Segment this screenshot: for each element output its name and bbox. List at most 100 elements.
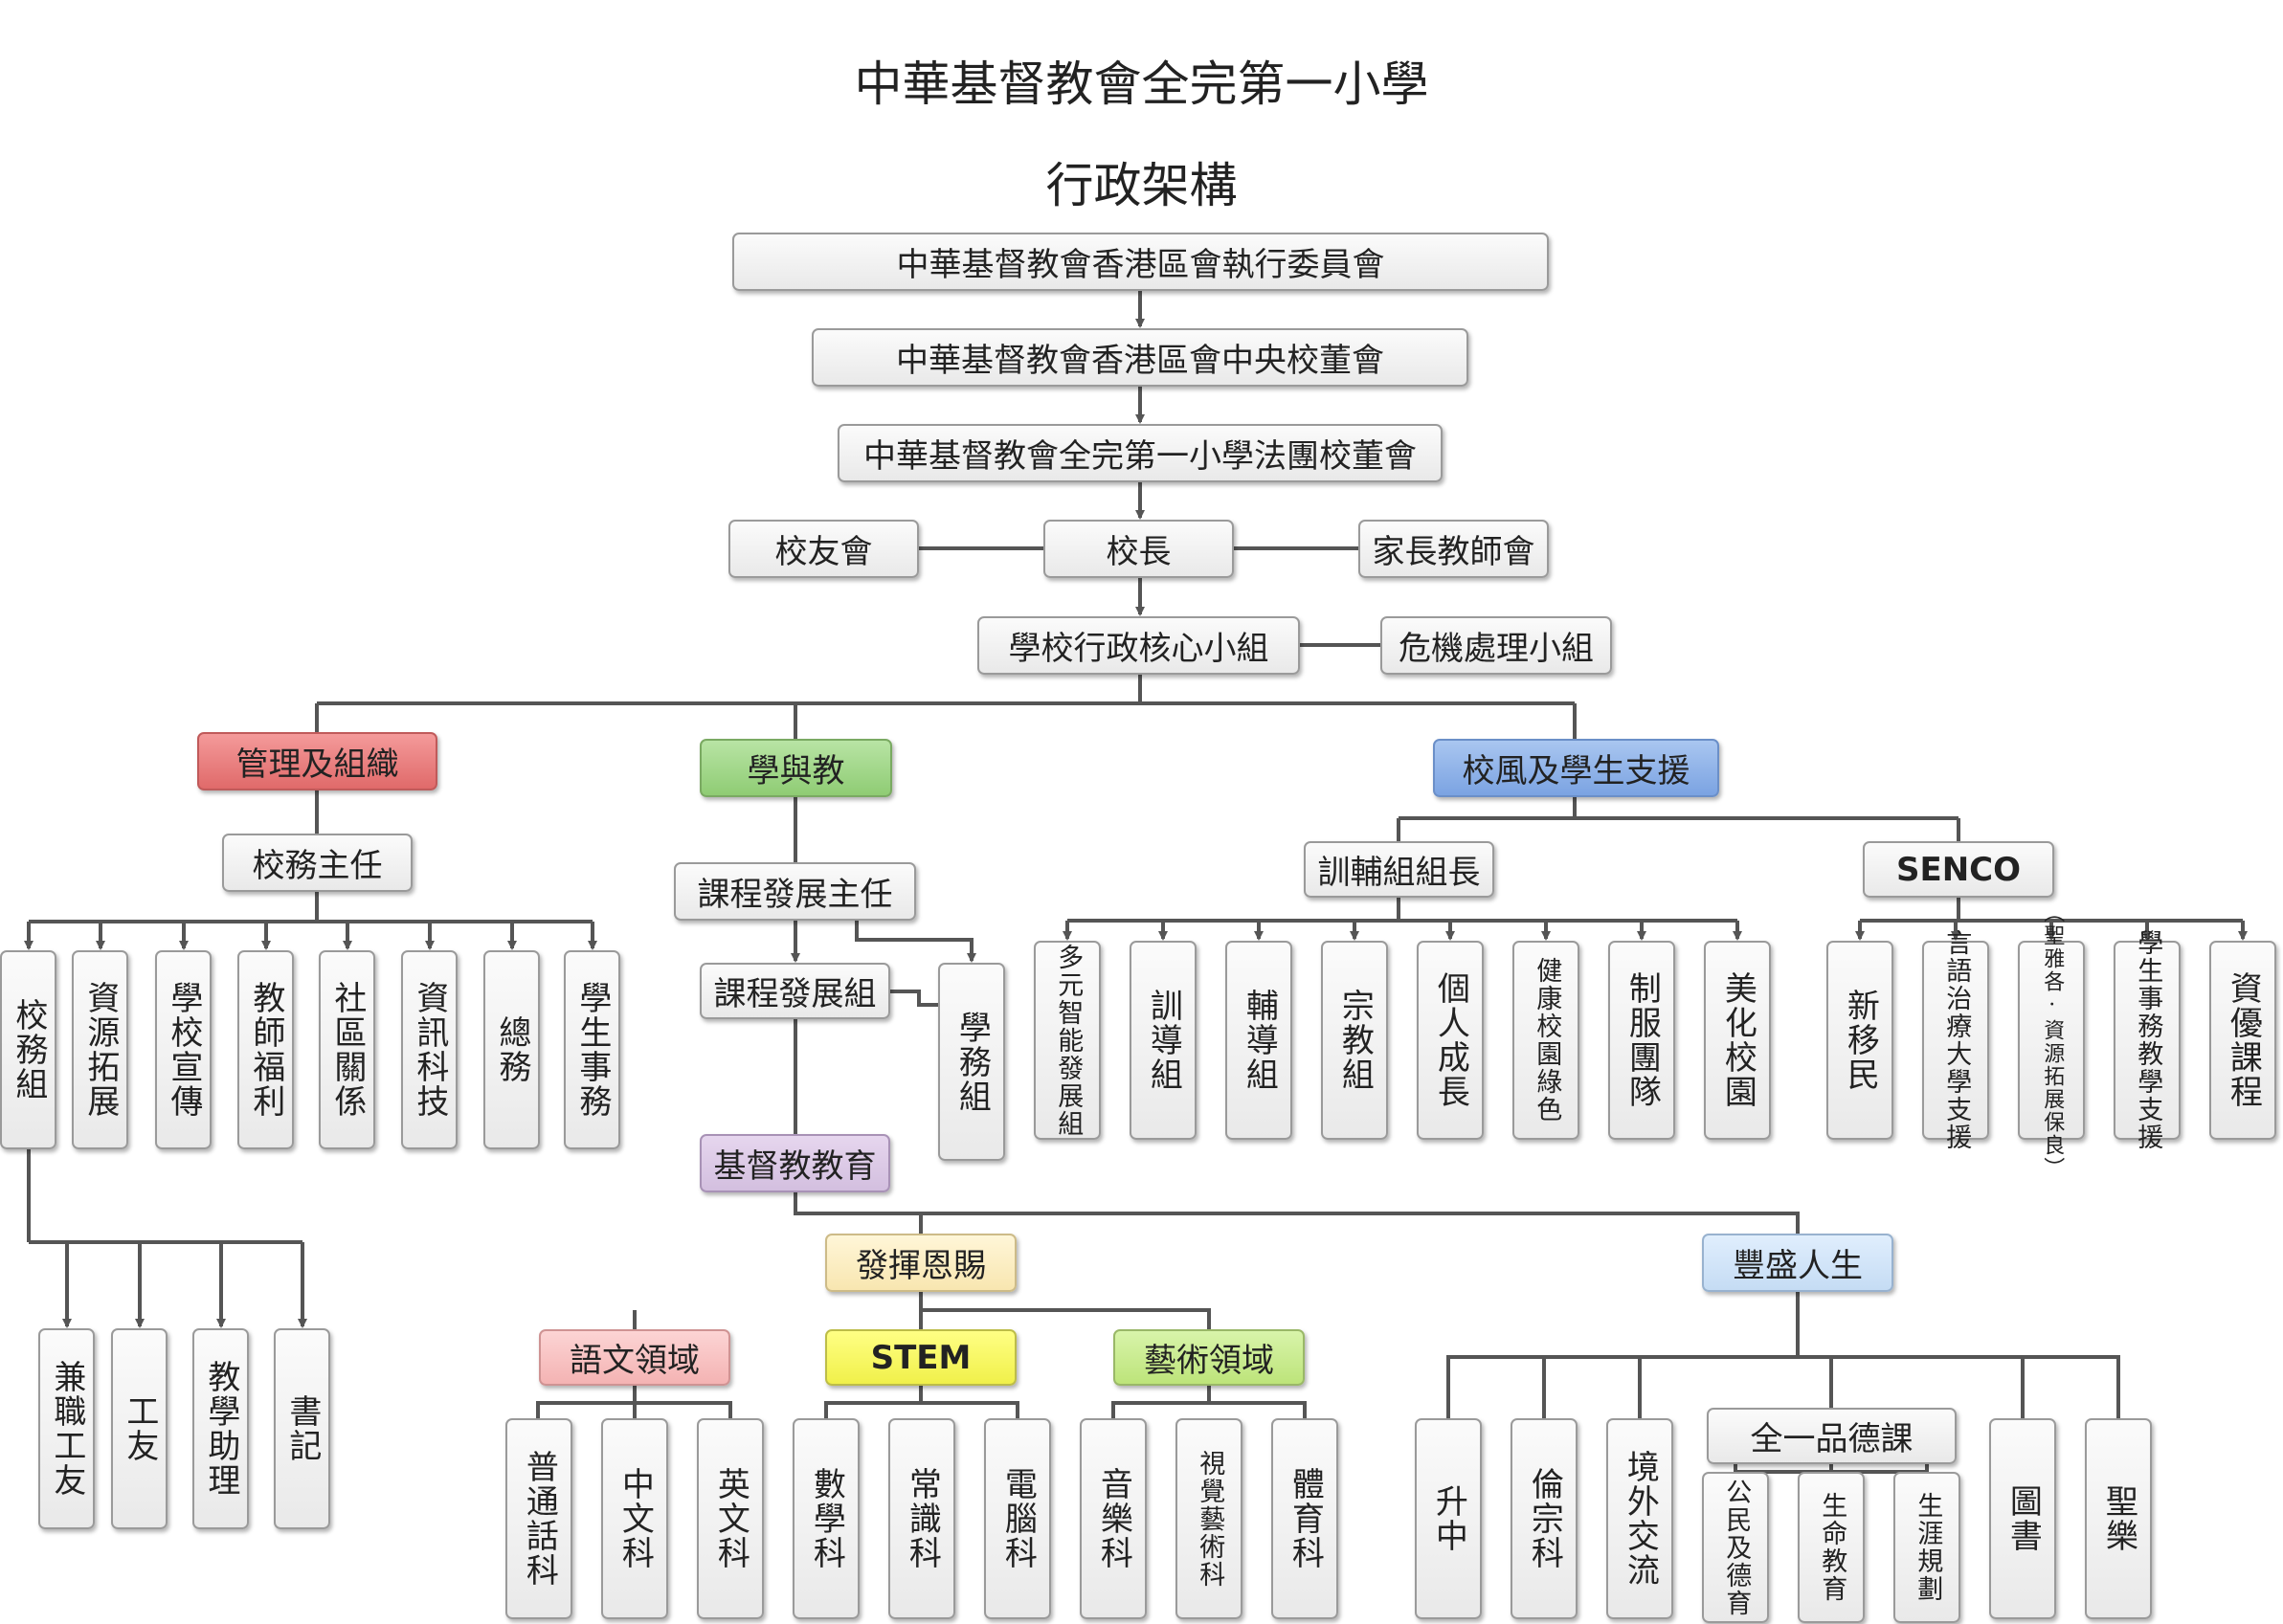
life-item-box: 聖樂 xyxy=(2085,1418,2152,1619)
connector xyxy=(1734,1464,1929,1474)
staff-box: 兼職工友 xyxy=(38,1328,95,1529)
senco-group-box: 言語治療大學支援 xyxy=(1922,929,1989,1151)
arts-subject-label: 體育科 xyxy=(1286,1467,1325,1570)
language-subject-box: 英文科 xyxy=(697,1418,764,1619)
senco-group-box: 資優課程 xyxy=(2209,941,2276,1140)
life-item-label: 升中 xyxy=(1429,1484,1468,1553)
guidance-group-label: 美化校園 xyxy=(1718,971,1757,1109)
connector xyxy=(27,1149,302,1244)
senco-group-label: （聖雅各·資源拓展保良） xyxy=(2040,901,2065,1180)
senco-group-label: 言語治療大學支援 xyxy=(1941,929,1972,1151)
mgmt-group-label: 學校宣傳 xyxy=(164,981,203,1119)
language-domain-box: 語文領域 xyxy=(539,1329,730,1386)
connector xyxy=(824,1386,1019,1418)
school-affairs-head-box: 校務主任 xyxy=(222,834,413,892)
guidance-group-label: 訓導組 xyxy=(1144,989,1183,1092)
staff-box: 工友 xyxy=(111,1328,168,1529)
mgmt-group-box: 資訊科技 xyxy=(401,950,458,1149)
curriculum-head-box: 課程發展主任 xyxy=(674,862,916,921)
moral-item-label: 生涯規劃 xyxy=(1913,1492,1943,1603)
management-domain-box: 管理及組織 xyxy=(197,732,437,790)
connector xyxy=(1111,1386,1307,1418)
moral-item-label: 公民及德育 xyxy=(1721,1478,1752,1617)
senco-box: SENCO xyxy=(1863,841,2054,898)
stem-domain-box: STEM xyxy=(825,1329,1017,1386)
guidance-group-label: 個人成長 xyxy=(1431,971,1470,1109)
guidance-group-label: 健康校園綠色 xyxy=(1532,957,1562,1123)
arts-domain-box: 藝術領域 xyxy=(1113,1329,1305,1386)
stem-subject-label: 數學科 xyxy=(807,1467,846,1570)
life-item-label: 聖樂 xyxy=(2099,1484,2138,1553)
core-team-box: 學校行政核心小組 xyxy=(977,616,1300,675)
stem-subject-label: 電腦科 xyxy=(998,1467,1038,1570)
life-item-label: 倫宗科 xyxy=(1525,1467,1564,1570)
connector xyxy=(919,1292,1211,1329)
guidance-group-box: 多元智能發展組 xyxy=(1034,941,1101,1140)
senco-group-label: 學生事務教學支援 xyxy=(2133,929,2163,1151)
learning-domain-box: 學與教 xyxy=(700,739,892,797)
language-subject-label: 普通話科 xyxy=(520,1450,559,1588)
guidance-group-box: 制服團隊 xyxy=(1608,941,1675,1140)
stem-subject-box: 數學科 xyxy=(793,1418,860,1619)
staff-label: 兼職工友 xyxy=(47,1360,86,1498)
guidance-group-label: 輔導組 xyxy=(1240,989,1279,1092)
life-item-label: 圖書 xyxy=(2003,1484,2043,1553)
stem-subject-box: 電腦科 xyxy=(984,1418,1051,1619)
connector xyxy=(315,675,1577,739)
moral-item-label: 生命教育 xyxy=(1817,1492,1847,1603)
alumni-box: 校友會 xyxy=(728,520,919,578)
principal-box: 校長 xyxy=(1043,520,1234,578)
guidance-group-box: 宗教組 xyxy=(1321,941,1388,1140)
guidance-head-box: 訓輔組組長 xyxy=(1304,841,1494,898)
life-item-box: 境外交流 xyxy=(1606,1418,1673,1619)
connector xyxy=(855,921,976,963)
exec-committee-box: 中華基督教會香港區會執行委員會 xyxy=(732,233,1549,291)
mgmt-group-box: 資源拓展 xyxy=(72,950,128,1149)
staff-box: 書記 xyxy=(274,1328,330,1529)
chart-title: 中華基督教會全完第一小學 xyxy=(854,56,1429,112)
life-item-box: 倫宗科 xyxy=(1511,1418,1578,1619)
connector xyxy=(890,990,938,1007)
connector xyxy=(1397,797,1960,841)
curriculum-group-box: 課程發展組 xyxy=(700,963,890,1019)
language-subject-box: 普通話科 xyxy=(505,1418,572,1619)
guidance-group-box: 健康校園綠色 xyxy=(1512,941,1579,1140)
senco-group-label: 資優課程 xyxy=(2224,971,2263,1109)
mgmt-group-box: 學校宣傳 xyxy=(155,950,212,1149)
language-subject-box: 中文科 xyxy=(601,1418,668,1619)
guidance-group-box: 美化校園 xyxy=(1704,941,1771,1140)
mgmt-group-label: 總務 xyxy=(492,1015,531,1084)
arts-subject-label: 音樂科 xyxy=(1094,1467,1133,1570)
mgmt-group-label: 學生事務 xyxy=(572,981,612,1119)
arts-subject-box: 體育科 xyxy=(1271,1418,1338,1619)
arts-subject-label: 視覺藝術科 xyxy=(1195,1449,1225,1589)
school-board-box: 中華基督教會全完第一小學法團校董會 xyxy=(838,424,1443,482)
central-board-box: 中華基督教會香港區會中央校董會 xyxy=(812,328,1468,387)
staff-label: 工友 xyxy=(120,1394,159,1463)
senco-group-box: 學生事務教學支援 xyxy=(2114,929,2181,1151)
senco-group-label: 新移民 xyxy=(1841,989,1880,1092)
life-item-box: 圖書 xyxy=(1989,1418,2056,1619)
rich-life-box: 豐盛人生 xyxy=(1702,1234,1893,1292)
guidance-group-box: 個人成長 xyxy=(1417,941,1484,1140)
stem-subject-box: 常識科 xyxy=(888,1418,955,1619)
mgmt-group-label: 教師福利 xyxy=(246,981,285,1119)
academic-affairs-box: 學務組 xyxy=(938,963,1005,1161)
connector xyxy=(1067,898,1737,923)
guidance-group-label: 多元智能發展組 xyxy=(1053,943,1084,1138)
moral-item-box: 公民及德育 xyxy=(1702,1472,1769,1623)
life-item-box: 升中 xyxy=(1415,1418,1482,1619)
mgmt-group-box: 校務組 xyxy=(0,950,56,1149)
christian-education-box: 基督教教育 xyxy=(700,1134,890,1192)
staff-label: 教學助理 xyxy=(201,1360,240,1498)
moral-course-box: 全一品德課 xyxy=(1707,1408,1957,1464)
connector xyxy=(29,892,593,923)
guidance-group-label: 宗教組 xyxy=(1335,989,1375,1092)
staff-label: 書記 xyxy=(282,1394,322,1463)
mgmt-group-box: 學生事務 xyxy=(564,950,620,1149)
connector xyxy=(1446,1292,2120,1418)
pta-box: 家長教師會 xyxy=(1358,520,1549,578)
talent-box: 發揮恩賜 xyxy=(825,1234,1017,1292)
guidance-group-label: 制服團隊 xyxy=(1623,971,1662,1109)
mgmt-group-label: 資源拓展 xyxy=(80,981,120,1119)
